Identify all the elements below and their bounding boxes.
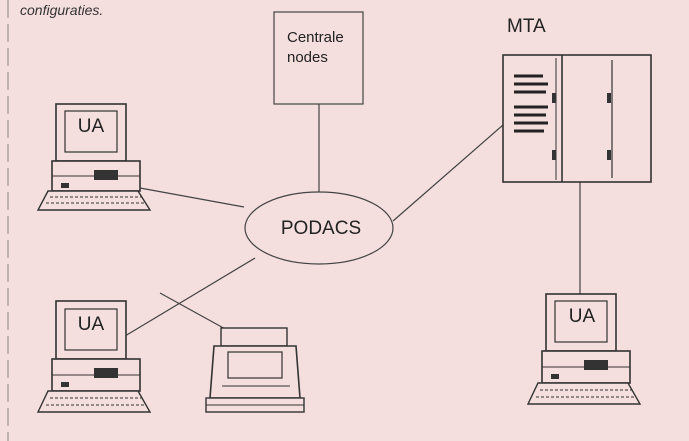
central-nodes-label: Centrale nodes — [287, 29, 344, 66]
mta-label: MTA — [507, 16, 546, 37]
ua-label-2: UA — [77, 314, 105, 335]
podacs-ellipse — [244, 191, 394, 265]
mta-server-icon — [502, 54, 652, 183]
caption: configuraties. — [20, 2, 104, 18]
link-ua1-podacs — [139, 187, 245, 208]
printer-icon — [205, 327, 305, 413]
workstation-ua2-icon — [36, 300, 152, 413]
link-mta-podacs — [392, 124, 504, 222]
central-nodes-box — [273, 11, 364, 105]
podacs-label: PODACS — [280, 218, 362, 239]
link-podacs-ua2 — [109, 257, 256, 346]
workstation-ua3-icon — [526, 293, 642, 405]
workstation-ua1-icon — [36, 103, 152, 211]
ua-label-3: UA — [568, 306, 596, 327]
ua-label-1: UA — [77, 116, 105, 137]
connections — [109, 104, 581, 346]
